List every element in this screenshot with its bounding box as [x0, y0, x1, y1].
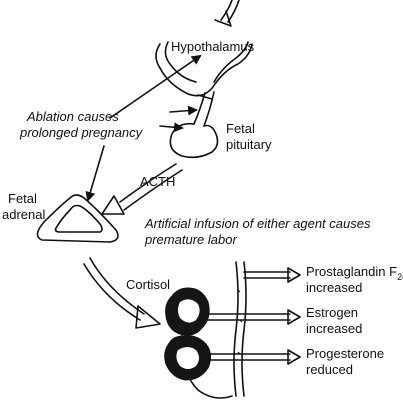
placenta-drawing: [164, 287, 212, 381]
label-hypothalamus: Hypothalamus: [171, 39, 255, 54]
label-cortisol: Cortisol: [126, 277, 170, 292]
label-acth: ACTH: [140, 174, 175, 189]
label-ablation-line2: prolonged pregnancy: [19, 125, 144, 140]
ablation-to-stalk-arrow: [169, 105, 198, 116]
prostaglandin-arrow: [243, 267, 301, 283]
label-infusion-line1: Artificial infusion of either agent caus…: [144, 216, 371, 231]
label-prostaglandin-line1: Prostaglandin F2α: [306, 264, 403, 282]
label-fetal-adrenal-line1: Fetal: [8, 191, 37, 206]
label-fetal-pituitary-line1: Fetal: [226, 121, 255, 136]
label-prostaglandin-line2: increased: [306, 280, 362, 295]
label-estrogen-line2: increased: [306, 321, 362, 336]
label-prostaglandin-main: Prostaglandin F: [306, 264, 397, 279]
label-prostaglandin-subscript: 2α: [397, 272, 403, 282]
fetal-adrenal-drawing: [36, 194, 119, 243]
estrogen-arrow: [207, 309, 301, 325]
label-fetal-adrenal-line2: adrenal: [2, 207, 45, 222]
label-estrogen-line1: Estrogen: [306, 305, 358, 320]
ablation-to-hypothalamus-arrow: [109, 54, 202, 119]
cortisol-arrow: [83, 257, 161, 329]
label-infusion-line2: premature labor: [144, 232, 237, 247]
ablation-to-pituitary-arrow: [159, 122, 184, 133]
label-ablation-line1: Ablation causes: [26, 109, 119, 124]
incoming-signal-arrow: [214, 0, 240, 27]
label-fetal-pituitary-line2: pituitary: [226, 137, 272, 152]
label-progesterone-line1: Progesterone: [306, 346, 384, 361]
progesterone-arrow: [205, 349, 301, 365]
hypothalamus-pituitary-drawing: [155, 41, 253, 159]
ablation-to-adrenal-arrow: [85, 145, 105, 202]
label-progesterone-line2: reduced: [306, 362, 353, 377]
acth-arrow: [101, 163, 183, 215]
